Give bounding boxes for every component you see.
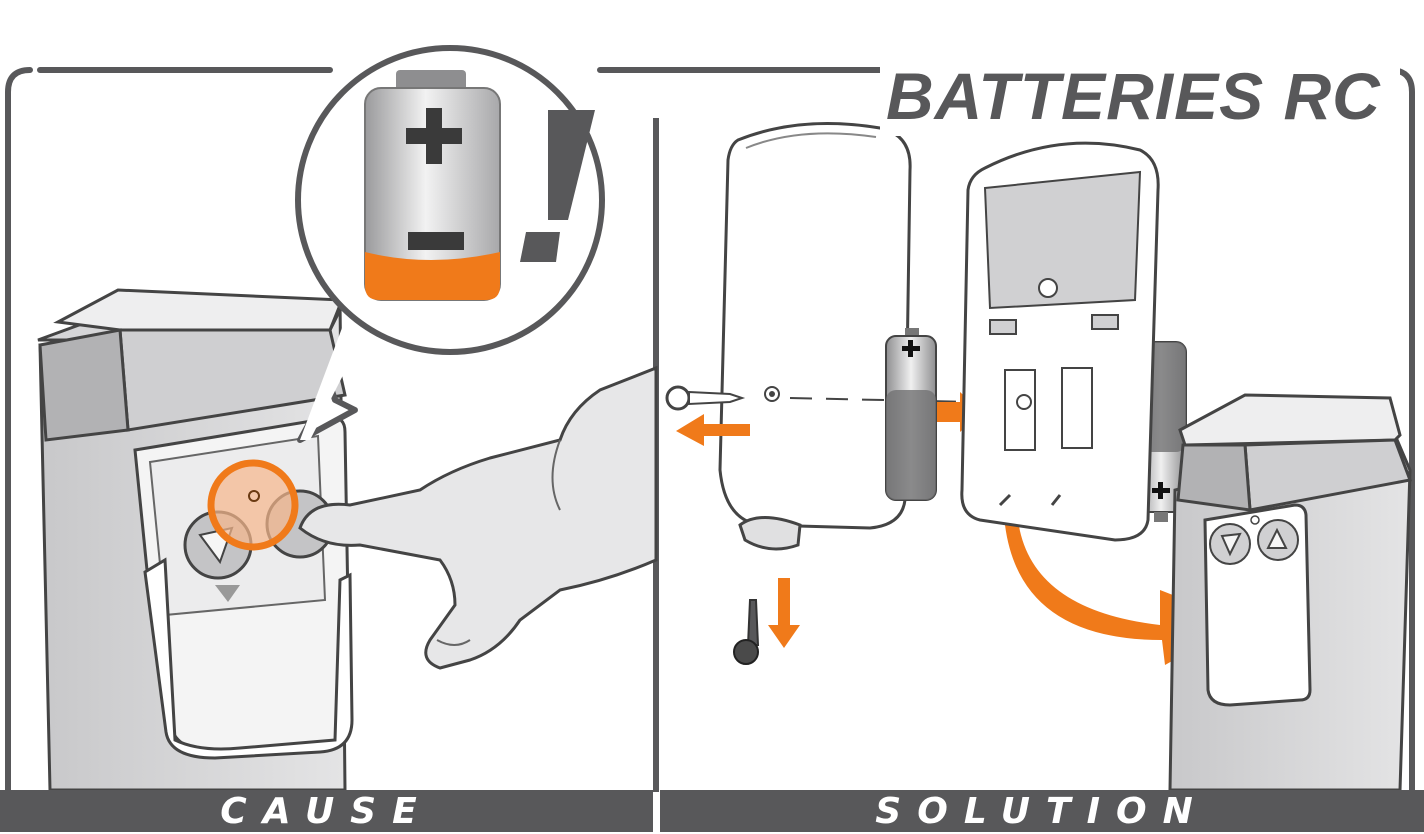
battery-icon (365, 70, 500, 300)
page-title: BATTERIES RC (880, 56, 1400, 136)
highlight-ring (211, 463, 295, 547)
cause-label: CAUSE (0, 790, 653, 832)
screw-icon (734, 600, 758, 664)
solution-label: SOLUTION (660, 790, 1424, 832)
remote-control-icon (720, 124, 910, 549)
remote-control-icon (1205, 505, 1310, 705)
battery-icon (886, 328, 936, 500)
remote-control-icon (962, 143, 1158, 540)
